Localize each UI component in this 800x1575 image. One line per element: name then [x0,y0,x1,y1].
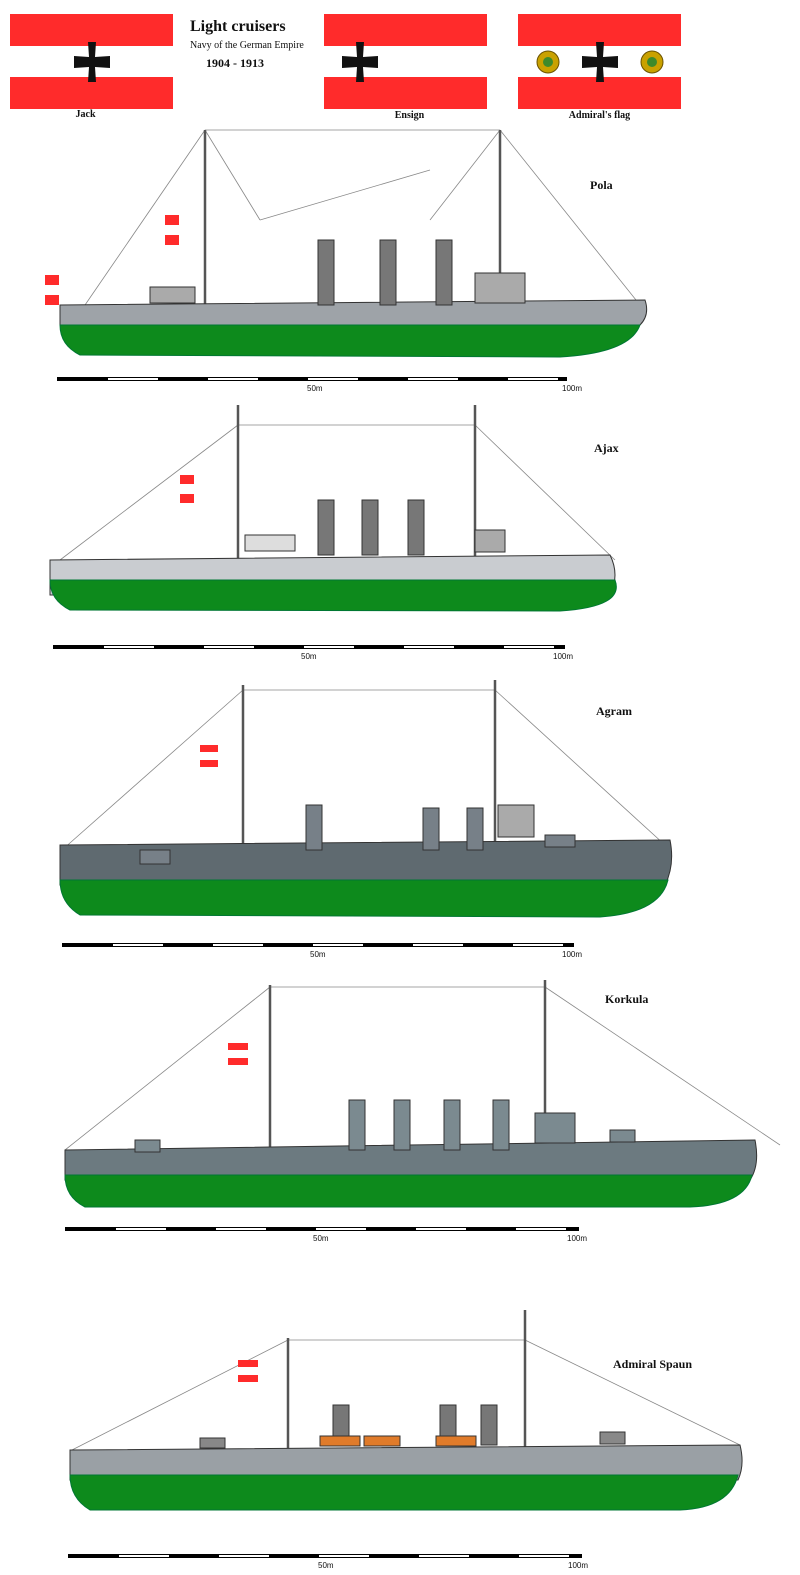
scale-bar-korkula: 50m 100m [65,1227,595,1243]
scale-end-admiral-spaun: 100m [568,1561,589,1570]
ship-admiral-spaun: Admiral Spaun 50m 100m [0,1300,800,1570]
ship-admiral-spaun-drawing [69,1310,743,1511]
scale-bar-agram: 50m 100m [62,943,582,959]
page-years: 1904 - 1913 [206,56,264,70]
scale-mid-agram: 50m [310,950,326,959]
scale-bar-ajax: 50m 100m [53,645,573,661]
scale-mid-admiral-spaun: 50m [318,1561,334,1570]
scale-end-korkula: 100m [567,1234,588,1243]
admirals-flag-label: Admiral's flag [568,110,631,121]
ship-pola: Pola 50m 100m [0,125,800,393]
ship-name-korkula: Korkula [605,992,649,1006]
scale-end-ajax: 100m [553,652,574,661]
ship-korkula-drawing [64,980,781,1208]
scale-end-pola: 100m [562,384,583,393]
scale-end-agram: 100m [562,950,583,959]
scale-mid-korkula: 50m [313,1234,329,1243]
jack-flag [10,14,173,109]
ship-agram-drawing [59,680,673,918]
ship-name-pola: Pola [590,178,613,192]
page-subtitle: Navy of the German Empire [190,40,304,51]
ensign-flag [324,14,487,109]
ship-name-agram: Agram [596,704,632,718]
ship-ajax: Ajax 50m 100m [0,395,800,670]
jack-label: Jack [75,109,96,120]
ship-ajax-drawing [49,405,617,612]
scale-bar-pola: 50m 100m [57,377,582,393]
ship-korkula: Korkula 50m 100m [0,975,800,1250]
ship-agram: Agram 50m 100m [0,675,800,965]
scale-mid-ajax: 50m [301,652,317,661]
ensign-label: Ensign [394,110,425,121]
admirals-flag [518,14,681,109]
scale-bar-admiral-spaun: 50m 100m [68,1554,598,1570]
ship-name-ajax: Ajax [594,441,619,455]
ship-pola-drawing [45,129,648,358]
ship-name-admiral-spaun: Admiral Spaun [613,1357,693,1371]
scale-mid-pola: 50m [307,384,323,393]
page-title: Light cruisers [190,18,286,35]
